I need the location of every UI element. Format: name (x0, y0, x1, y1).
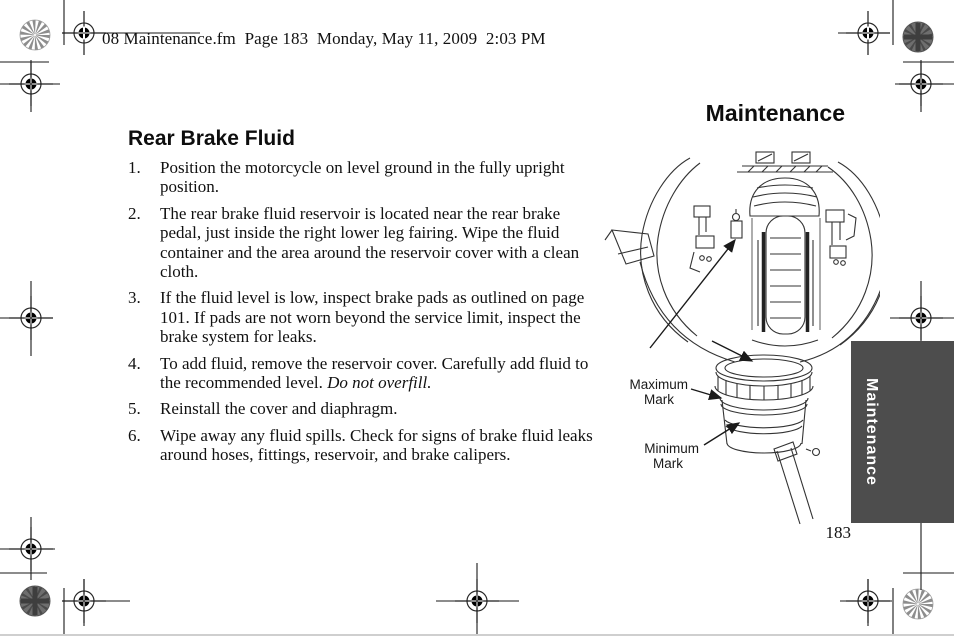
step-text: Wipe away any fluid spills. Check for si… (160, 425, 593, 465)
page-number: 183 (825, 523, 852, 542)
step-item: 6. Wipe away any fluid spills. Check for… (128, 426, 604, 465)
step-number: 2. (128, 203, 141, 223)
maximum-mark-label: Maximum Mark (629, 377, 688, 407)
step-text-italic: Do not overfill. (327, 373, 432, 393)
step-number: 3. (128, 288, 141, 308)
minimum-mark-label: Minimum Mark (644, 441, 699, 471)
chapter-tab-label: Maintenance (863, 378, 880, 486)
moire-mark (20, 586, 50, 616)
step-item: 2. The rear brake fluid reservoir is loc… (128, 204, 604, 282)
chapter-tab: Maintenance (851, 341, 954, 523)
step-item: 1. Position the motorcycle on level grou… (128, 158, 604, 197)
step-text: Position the motorcycle on level ground … (160, 158, 565, 197)
step-number: 4. (128, 353, 141, 373)
step-item: 5. Reinstall the cover and diaphragm. (128, 399, 604, 418)
scan-edge-line (0, 634, 954, 636)
callout-arrows (649, 238, 754, 446)
step-number: 5. (128, 399, 141, 419)
step-number: 6. (128, 425, 141, 445)
page-title: Maintenance (705, 100, 845, 126)
step-text: If the fluid level is low, inspect brake… (160, 288, 585, 347)
step-text: Reinstall the cover and diaphragm. (160, 399, 398, 419)
moire-mark (903, 22, 933, 52)
starburst-mark (903, 589, 933, 619)
step-item: 4. To add fluid, remove the reservoir co… (128, 354, 604, 393)
step-text: The rear brake fluid reservoir is locate… (160, 203, 580, 282)
step-number: 1. (128, 158, 141, 177)
starburst-mark (20, 20, 50, 50)
figure-motorcycle-reservoir (604, 151, 880, 525)
section-heading: Rear Brake Fluid (128, 127, 295, 150)
header-file-info: 08 Maintenance.fm Page 183 Monday, May 1… (102, 29, 546, 48)
step-item: 3. If the fluid level is low, inspect br… (128, 288, 604, 346)
steps-list: 1. Position the motorcycle on level grou… (128, 158, 604, 472)
step-text: To add fluid, remove the reservoir cover… (160, 353, 589, 393)
